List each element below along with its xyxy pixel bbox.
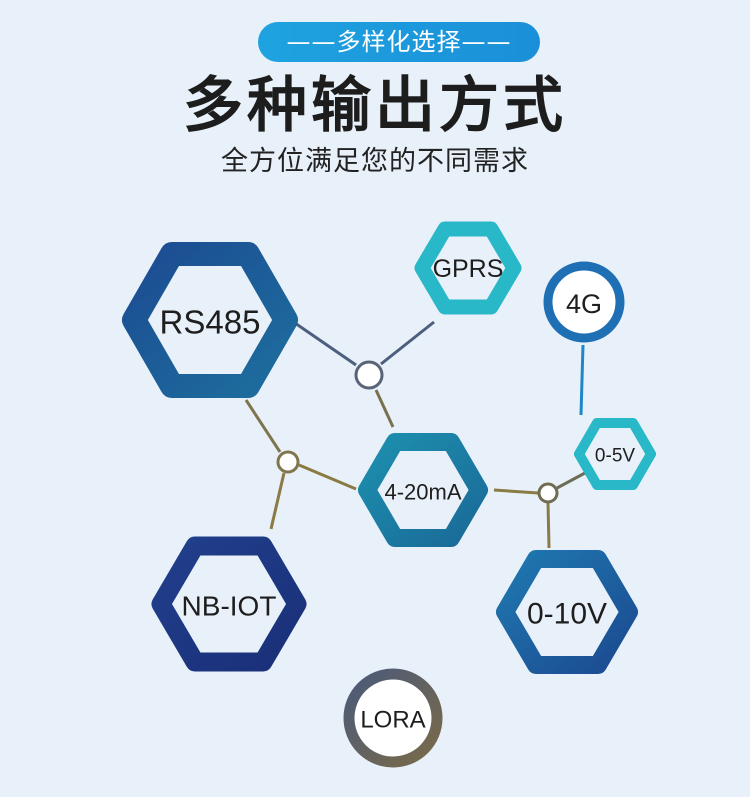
link-left-hub-420ma — [298, 463, 357, 491]
link-right-hub-05v — [556, 471, 586, 490]
node-gprs: GPRS — [414, 221, 522, 315]
link-left-hub-nbiot — [269, 472, 286, 530]
node-0-5v: 0-5V — [574, 418, 656, 490]
junction-top — [354, 360, 384, 390]
link-4g-05v — [579, 344, 585, 416]
label-rs485: RS485 — [160, 304, 261, 341]
node-lora: LORA — [343, 668, 443, 768]
node-4-20ma: 4-20mA — [358, 433, 488, 547]
link-right-hub-010v — [546, 501, 551, 549]
label-gprs: GPRS — [433, 255, 504, 283]
page-subtitle: 全方位满足您的不同需求 — [221, 146, 529, 177]
link-420ma-right-hub — [493, 488, 539, 495]
link-hub-420ma — [374, 389, 395, 428]
node-0-10v: 0-10V — [496, 550, 638, 674]
section-tag: ——多样化选择—— — [258, 22, 540, 62]
page-title: 多种输出方式 — [183, 71, 567, 141]
node-nb-iot: NB-IOT — [151, 536, 307, 672]
junction-left — [276, 450, 300, 474]
label-4g: 4G — [566, 289, 602, 319]
link-rs485-hub — [291, 319, 357, 367]
junction-nodes — [276, 360, 559, 504]
label-4-20ma: 4-20mA — [384, 480, 461, 505]
connector-lines — [244, 319, 586, 668]
label-0-5v: 0-5V — [595, 446, 635, 467]
junction-right — [537, 482, 559, 504]
link-gprs-hub — [380, 320, 435, 366]
node-4g: 4G — [543, 261, 625, 343]
label-0-10v: 0-10V — [527, 598, 607, 631]
label-nb-iot: NB-IOT — [182, 591, 277, 622]
link-rs485-left-hub — [244, 399, 282, 453]
node-rs485: RS485 — [122, 242, 298, 398]
label-lora: LORA — [360, 707, 425, 734]
